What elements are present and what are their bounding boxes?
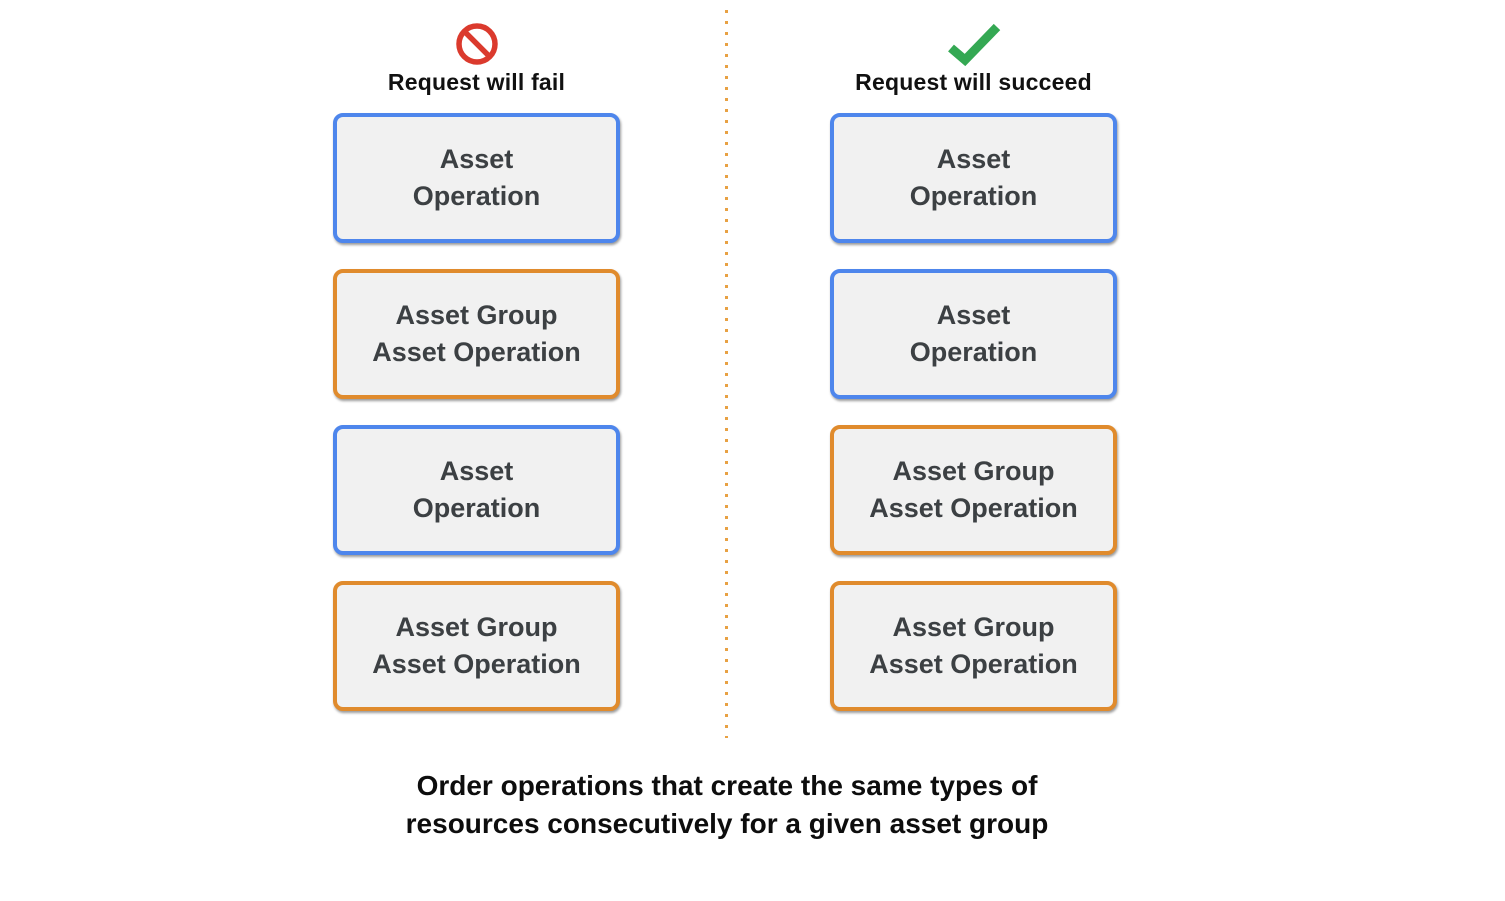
box-label-line: Asset Group <box>395 612 558 642</box>
succeed-column-heading: Request will succeed <box>855 69 1092 95</box>
prohibition-icon <box>455 20 499 68</box>
asset-operation-box: Asset Operation <box>333 425 620 555</box>
box-label-line: Asset Group <box>395 300 558 330</box>
box-label-line: Asset <box>936 300 1011 330</box>
asset-group-asset-operation-box: Asset Group Asset Operation <box>333 269 620 399</box>
asset-operation-box: Asset Operation <box>830 113 1117 243</box>
succeed-column: Request will succeed Asset Operation Ass… <box>830 0 1117 720</box>
box-label-line: Asset <box>439 456 514 486</box>
caption-line-2: resources consecutively for a given asse… <box>405 808 1049 839</box>
asset-group-asset-operation-box: Asset Group Asset Operation <box>830 425 1117 555</box>
box-label-line: Asset <box>936 144 1011 174</box>
caption-line-1: Order operations that create the same ty… <box>416 770 1038 801</box>
box-label-line: Asset Group <box>892 612 1055 642</box>
box-label-line: Operation <box>909 337 1038 367</box>
box-label-line: Asset Operation <box>869 493 1078 523</box>
checkmark-icon <box>945 20 1003 68</box>
box-label-line: Asset <box>439 144 514 174</box>
prohibition-icon-svg <box>455 23 498 65</box>
fail-column: Request will fail Asset Operation Asset … <box>333 0 620 720</box>
asset-group-asset-operation-box: Asset Group Asset Operation <box>333 581 620 711</box>
box-label-line: Asset Group <box>892 456 1055 486</box>
box-label-line: Operation <box>412 181 541 211</box>
fail-column-boxes: Asset Operation Asset Group Asset Operat… <box>333 113 620 711</box>
asset-group-asset-operation-box: Asset Group Asset Operation <box>830 581 1117 711</box>
fail-column-heading: Request will fail <box>387 69 566 95</box>
box-label-line: Operation <box>909 181 1038 211</box>
diagram-caption: Order operations that create the same ty… <box>0 767 1454 843</box>
dotted-divider <box>725 10 728 738</box>
box-label-line: Asset Operation <box>869 649 1078 679</box>
asset-operation-box: Asset Operation <box>333 113 620 243</box>
succeed-column-boxes: Asset Operation Asset Operation Asset Gr… <box>830 113 1117 711</box>
box-label-line: Operation <box>412 493 541 523</box>
asset-operation-box: Asset Operation <box>830 269 1117 399</box>
box-label-line: Asset Operation <box>372 337 581 367</box>
checkmark-icon-svg <box>947 23 1000 67</box>
box-label-line: Asset Operation <box>372 649 581 679</box>
